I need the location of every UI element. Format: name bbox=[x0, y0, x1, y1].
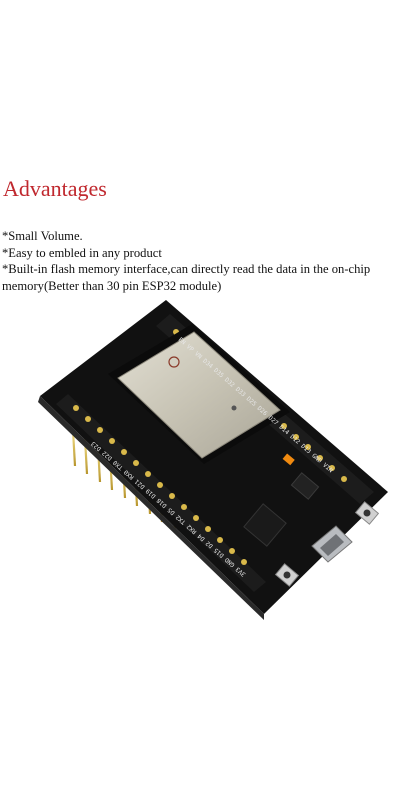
esp32-module bbox=[108, 324, 290, 464]
feature-item: *Easy to embled in any product bbox=[2, 245, 162, 260]
section-heading: Advantages bbox=[3, 176, 107, 201]
voltage-regulator bbox=[290, 472, 320, 500]
feature-item: *Small Volume. bbox=[2, 229, 83, 243]
boot-button bbox=[354, 501, 380, 525]
wifi-logo-icon bbox=[168, 356, 180, 368]
feature-item: *Built-in flash memory interface,can dir… bbox=[2, 262, 371, 293]
micro-usb-port bbox=[311, 525, 353, 563]
usb-uart-chip bbox=[243, 503, 287, 547]
en-button bbox=[274, 563, 300, 587]
power-led bbox=[282, 453, 295, 466]
pin-header-bottom bbox=[56, 394, 266, 592]
esp32-board-image: EN VP VN D34 D35 D32 D33 D25 D26 D27 D14… bbox=[38, 300, 388, 620]
feature-list: *Small Volume. *Easy to embled in any pr… bbox=[2, 228, 398, 294]
